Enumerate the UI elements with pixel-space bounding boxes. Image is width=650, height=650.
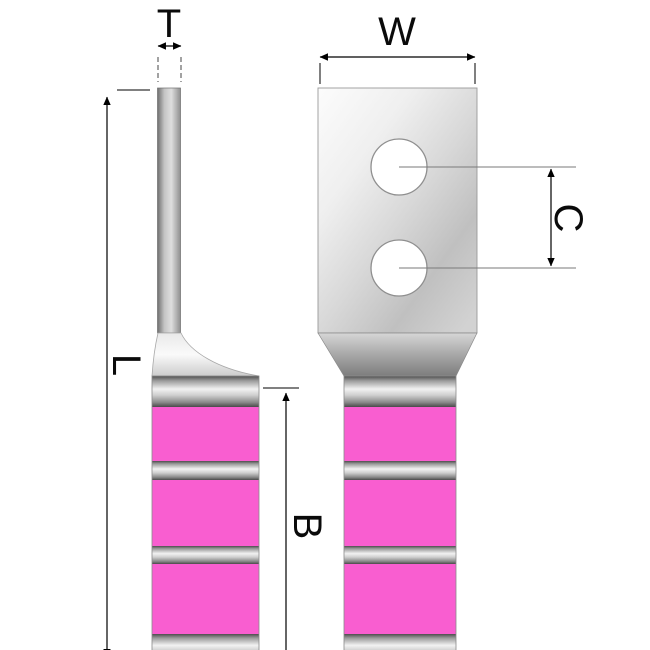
sleeve-band	[344, 564, 456, 634]
barrel-outline	[343, 375, 457, 650]
crimp-ring	[152, 461, 259, 480]
crimp-ring	[152, 376, 259, 407]
crimp-ring	[152, 634, 259, 650]
crimp-ring	[344, 461, 456, 480]
dimension-L	[103, 89, 150, 650]
dimension-C	[399, 166, 576, 269]
label-barrel-length: B	[285, 512, 329, 540]
label-hole-center-distance: C	[546, 203, 590, 233]
side-view-tab-to-barrel-transition	[151, 332, 260, 377]
sleeve-band	[344, 407, 456, 461]
dimension-B	[263, 387, 299, 650]
front-view	[317, 87, 478, 650]
label-tab-thickness: T	[156, 2, 182, 46]
sleeve-band	[152, 407, 259, 461]
side-view	[151, 87, 260, 650]
crimp-ring	[152, 546, 259, 564]
front-view-barrel	[343, 375, 457, 650]
crimp-ring	[344, 546, 456, 564]
dimension-lines	[103, 42, 576, 650]
side-view-barrel	[151, 375, 260, 650]
crimp-ring	[344, 634, 456, 650]
dimension-W	[319, 53, 476, 84]
label-tab-width: W	[378, 10, 416, 54]
sleeve-band	[152, 564, 259, 634]
sleeve-band	[152, 480, 259, 546]
dimension-T	[157, 42, 182, 82]
side-view-tab	[157, 87, 181, 334]
crimp-ring	[344, 376, 456, 407]
front-view-tab-to-barrel-taper	[317, 332, 478, 377]
barrel-outline	[151, 375, 260, 650]
sleeve-band	[344, 480, 456, 546]
label-overall-length: L	[104, 353, 148, 377]
